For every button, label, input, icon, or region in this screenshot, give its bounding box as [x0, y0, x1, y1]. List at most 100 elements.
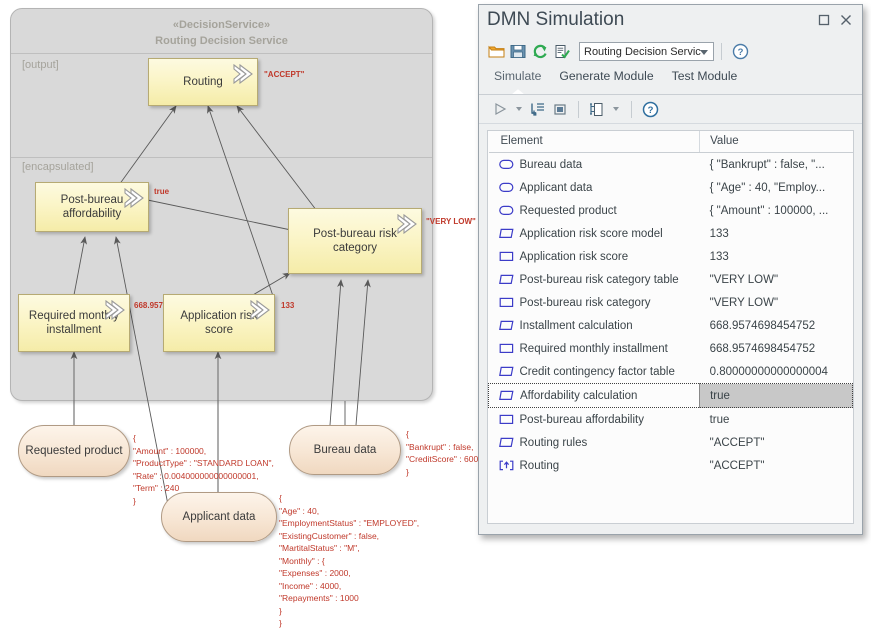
stop-icon[interactable]: [549, 99, 571, 119]
tab-test-module[interactable]: Test Module: [671, 69, 738, 83]
table-row[interactable]: Applicant data{ "Age" : 40, "Employ...: [489, 176, 853, 199]
table-row[interactable]: Requested product{ "Amount" : 100000, ..…: [489, 199, 853, 222]
table-cell-element[interactable]: Affordability calculation: [488, 383, 701, 408]
new-dataset-icon[interactable]: [586, 99, 608, 119]
table-cell-element[interactable]: Post-bureau risk category: [489, 291, 700, 314]
chevron-down-icon[interactable]: [700, 50, 708, 55]
dmn-simulation-window[interactable]: DMN Simulation: [478, 4, 863, 535]
toolbar-separator-3: [631, 100, 632, 118]
decision-node-routing[interactable]: Routing: [148, 58, 258, 106]
decision-node-post-bureau-affordability[interactable]: Post-bureau affordability: [35, 182, 149, 232]
table-cell-value[interactable]: "ACCEPT": [700, 431, 853, 454]
help-icon[interactable]: ?: [729, 42, 751, 62]
decision-node-required-monthly-installment[interactable]: Required monthly installment: [18, 294, 130, 352]
table-cell-element[interactable]: Requested product: [489, 199, 700, 222]
results-grid-body: Bureau data{ "Bankrupt" : false, "...App…: [488, 153, 853, 478]
tab-generate-module[interactable]: Generate Module: [559, 69, 654, 83]
annotation-post-bureau-risk-category: "VERY LOW": [426, 217, 476, 226]
table-row[interactable]: Routing "ACCEPT": [489, 454, 853, 477]
input-data-label: Applicant data: [182, 511, 256, 523]
table-cell-value[interactable]: 133: [700, 245, 853, 268]
output-icon: [499, 460, 514, 471]
value-label: 133: [709, 227, 729, 240]
tab-bar[interactable]: Simulate Generate Module Test Module: [479, 65, 862, 95]
table-row[interactable]: Required monthly installment 668.95746984…: [489, 337, 853, 360]
primary-toolbar[interactable]: Routing Decision Servic ?: [479, 38, 862, 65]
table-cell-element[interactable]: Post-bureau affordability: [489, 408, 700, 432]
table-cell-value[interactable]: "ACCEPT": [700, 454, 853, 477]
table-cell-element[interactable]: Required monthly installment: [489, 337, 700, 360]
input-data-node-requested-product[interactable]: Requested product: [18, 425, 130, 477]
table-cell-value[interactable]: true: [699, 383, 853, 408]
table-cell-value[interactable]: { "Bankrupt" : false, "...: [700, 153, 853, 177]
open-icon[interactable]: [485, 42, 507, 62]
value-label: 133: [709, 250, 729, 263]
decision-label: Post-bureau risk category: [313, 228, 397, 254]
refresh-icon[interactable]: [529, 42, 551, 62]
table-cell-value[interactable]: 0.80000000000000004: [700, 360, 853, 384]
table-row[interactable]: Application risk score 133: [489, 245, 853, 268]
validate-icon[interactable]: [551, 42, 573, 62]
run-dropdown-icon[interactable]: [516, 107, 522, 111]
column-header-element[interactable]: Element: [488, 131, 700, 153]
column-header-value[interactable]: Value: [699, 131, 853, 153]
element-label: Application risk score model: [519, 227, 663, 240]
element-label: Post-bureau risk category table: [519, 273, 679, 286]
maximize-icon[interactable]: [816, 14, 832, 30]
decision-node-post-bureau-risk-category[interactable]: Post-bureau risk category: [288, 208, 422, 274]
table-cell-value[interactable]: { "Amount" : 100000, ...: [700, 199, 853, 222]
element-label: Post-bureau affordability: [519, 413, 644, 426]
table-cell-value[interactable]: "VERY LOW": [700, 291, 853, 314]
decision-node-application-risk-score[interactable]: Application risk score: [163, 294, 275, 352]
input-data-icon: [498, 159, 514, 170]
value-label: 668.9574698454752: [709, 342, 816, 355]
table-cell-value[interactable]: 668.9574698454752: [700, 337, 853, 360]
help-icon-secondary[interactable]: ?: [639, 99, 661, 119]
table-cell-value[interactable]: { "Age" : 40, "Employ...: [700, 176, 853, 199]
table-row[interactable]: Bureau data{ "Bankrupt" : false, "...: [489, 153, 853, 177]
table-cell-value[interactable]: 133: [700, 222, 853, 245]
table-cell-element[interactable]: Application risk score model: [489, 222, 700, 245]
toolbar-separator-2: [578, 100, 579, 118]
table-cell-element[interactable]: Credit contingency factor table: [489, 360, 700, 384]
table-row[interactable]: Routing rules"ACCEPT": [489, 431, 853, 454]
table-row[interactable]: Application risk score model 133: [489, 222, 853, 245]
tab-simulate[interactable]: Simulate: [485, 65, 550, 95]
table-cell-element[interactable]: Routing: [489, 454, 700, 477]
table-row[interactable]: Post-bureau risk category"VERY LOW": [489, 291, 853, 314]
new-dataset-dropdown-icon[interactable]: [613, 107, 619, 111]
run-icon[interactable]: [489, 99, 511, 119]
table-row[interactable]: Post-bureau affordability true: [489, 408, 853, 432]
bkm-icon: [498, 437, 514, 448]
close-icon[interactable]: [838, 14, 854, 30]
table-cell-element[interactable]: Applicant data: [489, 176, 700, 199]
table-cell-element[interactable]: Installment calculation: [489, 314, 700, 337]
table-cell-element[interactable]: Routing rules: [489, 431, 700, 454]
decision-service-combo[interactable]: Routing Decision Servic: [579, 42, 714, 61]
decision-arrow-icon: [105, 299, 125, 321]
decision-service-output-divider: [11, 53, 432, 54]
table-cell-value[interactable]: 668.9574698454752: [700, 314, 853, 337]
input-data-label: Bureau data: [313, 444, 377, 456]
secondary-toolbar[interactable]: ?: [479, 95, 862, 124]
simulation-results-table[interactable]: Element Value Bureau data{ "Bankrupt" : …: [487, 130, 854, 524]
step-into-icon[interactable]: [527, 99, 549, 119]
window-titlebar[interactable]: DMN Simulation: [479, 5, 862, 38]
save-icon[interactable]: [507, 42, 529, 62]
table-cell-value[interactable]: "VERY LOW": [700, 268, 853, 291]
dmn-diagram-canvas[interactable]: «DecisionService» Routing Decision Servi…: [0, 0, 478, 633]
table-cell-element[interactable]: Application risk score: [489, 245, 700, 268]
decision-arrow-icon: [250, 299, 270, 321]
table-row[interactable]: Post-bureau risk category table "VERY LOW…: [489, 268, 853, 291]
decision-arrow-icon: [233, 63, 253, 85]
decision-icon: [499, 297, 514, 308]
value-label: "ACCEPT": [709, 459, 765, 472]
input-data-node-applicant-data[interactable]: Applicant data: [161, 492, 277, 542]
table-cell-element[interactable]: Post-bureau risk category table: [489, 268, 700, 291]
table-cell-element[interactable]: Bureau data: [489, 153, 700, 177]
input-data-node-bureau-data[interactable]: Bureau data: [289, 425, 401, 475]
table-cell-value[interactable]: true: [700, 408, 853, 432]
